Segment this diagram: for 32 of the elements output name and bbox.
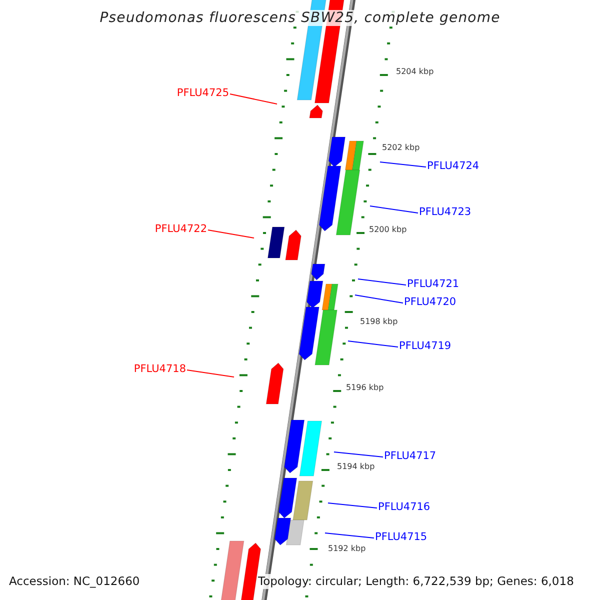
gene-label: PFLU4718 [134, 363, 186, 375]
scale-label: 5198 kbp [360, 317, 398, 327]
scale-label: 5196 kbp [346, 383, 384, 393]
scale-label: 5200 kbp [369, 225, 407, 235]
map-title: Pseudomonas fluorescens SBW25, complete genome [98, 10, 502, 26]
leader-line [348, 340, 398, 348]
leader-line [186, 370, 234, 378]
scale-label: 5194 kbp [337, 462, 375, 472]
leader-line [334, 452, 384, 458]
gene-label: PFLU4724 [427, 160, 480, 172]
leader-line [324, 532, 374, 538]
leader-line [380, 162, 426, 168]
gene-label: PFLU4717 [384, 450, 436, 462]
leader-line [358, 278, 406, 286]
gene-label: PFLU4719 [399, 340, 452, 352]
gene-label: PFLU4725 [176, 87, 229, 99]
gene-label: PFLU4723 [419, 206, 472, 218]
leader-line [354, 294, 404, 304]
leader-line [370, 206, 418, 214]
gene-label: PFLU4720 [404, 296, 456, 308]
gene-label: PFLU4722 [154, 223, 207, 235]
scale-label: 5202 kbp [382, 143, 420, 153]
scale-label: 5192 kbp [328, 544, 366, 554]
leader-line [230, 94, 278, 104]
leader-line [208, 230, 254, 238]
scale-label: 5204 kbp [396, 67, 434, 77]
gene-label: PFLU4715 [375, 531, 428, 543]
leader-line [328, 502, 378, 508]
gene-label: PFLU4716 [378, 501, 430, 513]
genome-stats-label: Topology: circular; Length: 6,722,539 bp; Genes: 6,018 [258, 574, 574, 589]
accession-label: Accession: NC_012660 [9, 574, 140, 589]
gene-label: PFLU4721 [407, 278, 460, 290]
